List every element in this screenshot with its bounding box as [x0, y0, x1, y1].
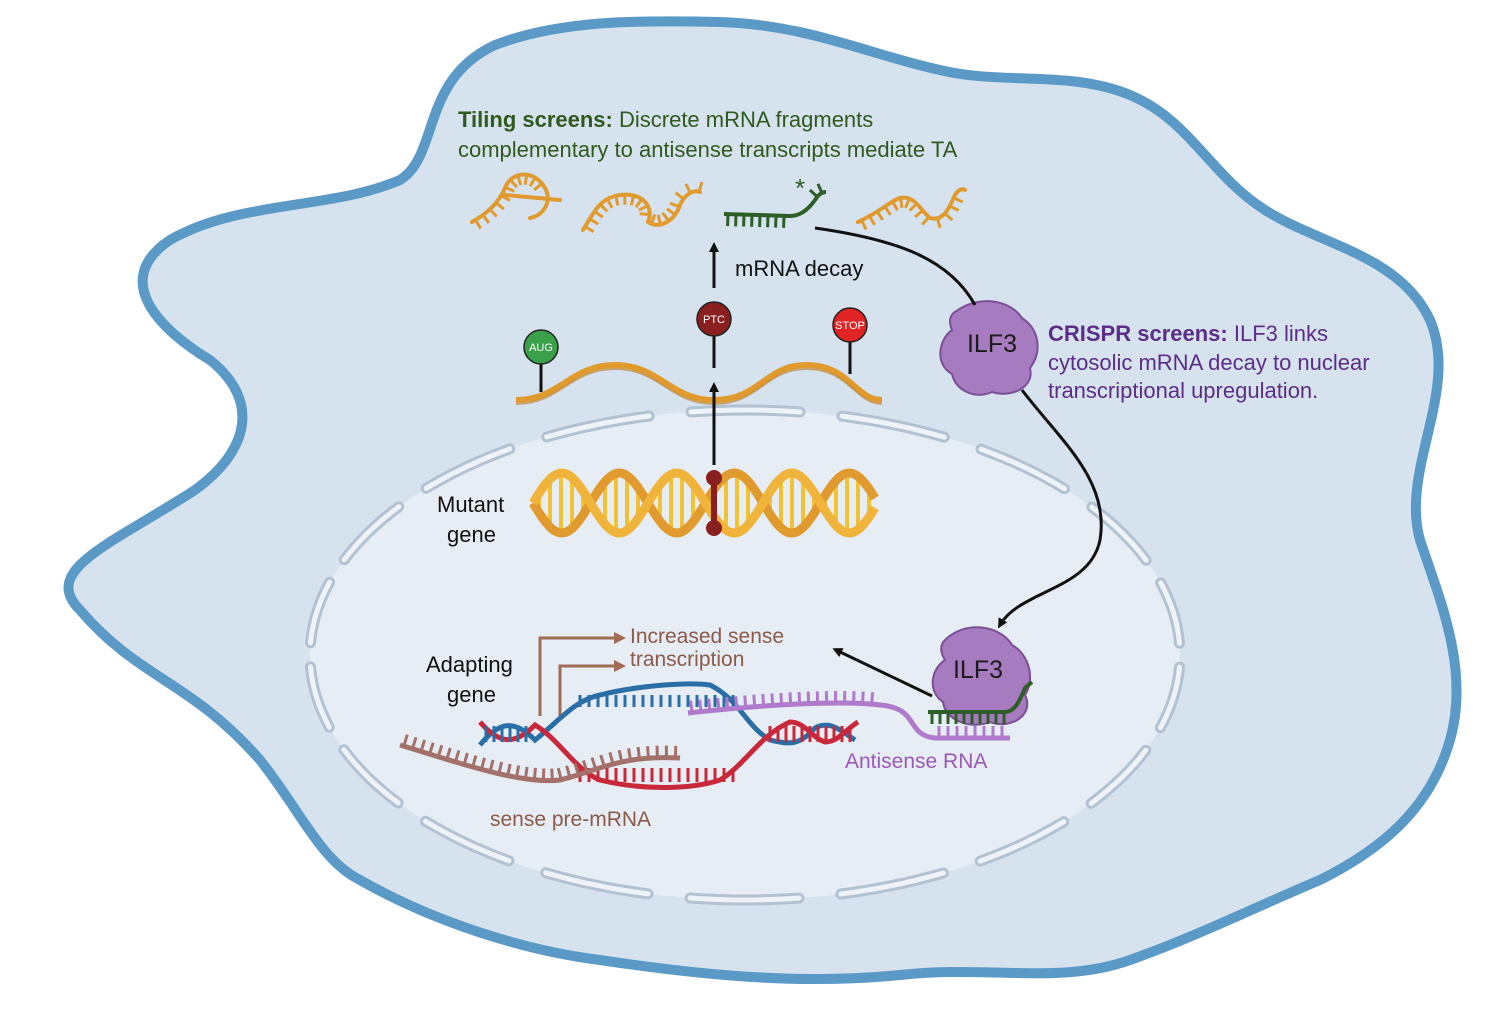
mutation-bottom	[706, 520, 722, 536]
stop-label: STOP	[835, 320, 865, 332]
antisense-base	[691, 701, 692, 713]
sense-premrna-label: sense pre-mRNA	[490, 808, 651, 831]
fragment-base	[525, 175, 527, 185]
crispr-title: CRISPR screens: ILF3 links	[1048, 321, 1328, 346]
tiling-title: Tiling screens: Discrete mRNA fragments	[458, 107, 873, 132]
antisense-base	[736, 696, 737, 708]
ilf3-bottom-label: ILF3	[953, 656, 1003, 684]
asterisk: *	[795, 173, 805, 203]
antisense-label: Antisense RNA	[845, 750, 987, 773]
antisense-base	[872, 692, 873, 704]
antisense-base	[781, 693, 782, 705]
sense-base	[517, 766, 519, 778]
aug-label: AUG	[529, 342, 553, 354]
envelope-segment-inner	[691, 410, 800, 412]
crispr-line2: cytosolic mRNA decay to nuclear	[1048, 350, 1370, 375]
mutant-label-line2: gene	[447, 522, 496, 547]
sense-base	[552, 769, 553, 781]
antisense-base	[763, 694, 764, 706]
sense-base	[629, 748, 631, 760]
antisense-base	[718, 698, 719, 710]
mutation-top	[706, 470, 722, 486]
increased-label-line2: transcription	[630, 648, 744, 671]
sense-base	[648, 746, 649, 758]
mutant-label-line1: Mutant	[437, 492, 504, 517]
sense-base	[638, 747, 639, 759]
envelope-segment-inner	[690, 898, 799, 900]
antisense-base	[727, 697, 728, 709]
ptc-label: PTC	[703, 314, 725, 326]
sense-base	[543, 769, 544, 781]
antisense-base	[790, 692, 791, 704]
antisense-base	[700, 700, 701, 712]
antisense-base	[745, 696, 746, 708]
increased-label-line1: Increased sense	[630, 625, 784, 648]
crispr-line3: transcriptional upregulation.	[1048, 378, 1318, 403]
mrna-decay-label: mRNA decay	[735, 256, 863, 281]
antisense-base	[709, 699, 710, 711]
sense-base	[534, 768, 535, 780]
ilf3-top-label: ILF3	[967, 330, 1017, 358]
adapting-label-line1: Adapting	[426, 652, 513, 677]
antisense-base	[754, 695, 755, 707]
antisense-base	[863, 692, 864, 704]
antisense-base	[799, 692, 800, 704]
fragment-base	[640, 214, 650, 215]
tiling-subtitle: complementary to antisense transcripts m…	[458, 137, 958, 162]
adapting-label-line2: gene	[447, 682, 496, 707]
fragment-base	[901, 198, 903, 208]
fragment-base	[616, 196, 618, 206]
antisense-base	[772, 694, 773, 706]
sense-base	[525, 767, 527, 779]
